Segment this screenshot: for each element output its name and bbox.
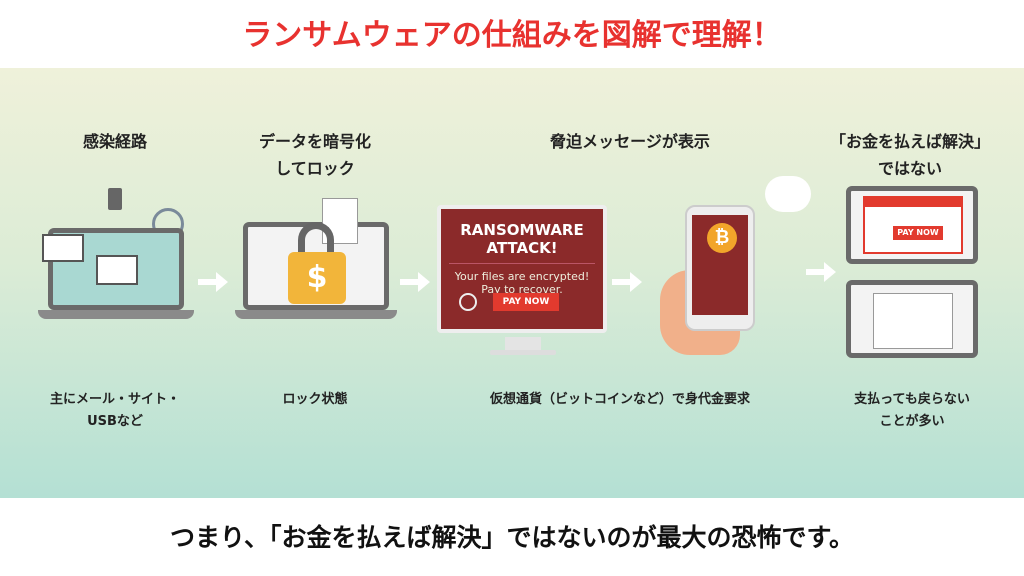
step1-heading: 感染経路	[82, 132, 147, 151]
step4-caption-line1: 支払っても戻らない	[854, 392, 970, 407]
lock-shackle	[298, 222, 334, 262]
timer-icon	[459, 293, 477, 311]
arrow-right-icon	[400, 272, 430, 292]
step2-heading-line1: データを暗号化	[258, 132, 371, 151]
arrow-right-icon	[612, 272, 642, 292]
monitor-base	[235, 310, 397, 319]
monitor-stand	[505, 337, 541, 351]
footer-message: つまり、「お金を払えば解決」ではないのが最大の恐怖です。	[169, 523, 854, 552]
bitcoin-icon: ₿	[707, 223, 737, 253]
step1-caption-line2: USBなど	[87, 414, 143, 429]
laptop-icon	[846, 280, 978, 358]
arrow-right-icon	[806, 262, 836, 282]
step3-caption: 仮想通貨（ビットコインなど）で身代金要求	[489, 392, 750, 407]
lock-icon: $	[288, 252, 346, 304]
email-icon	[42, 234, 84, 262]
ransom-message-line1: Your files are encrypted!	[454, 270, 590, 283]
ransom-screen: RANSOMWARE ATTACK! Your files are encryp…	[437, 205, 607, 333]
usb-icon	[108, 188, 122, 210]
laptop-icon: PAY NOW	[846, 186, 978, 264]
ransom-title: RANSOMWARE ATTACK!	[449, 221, 595, 264]
step3-heading: 脅迫メッセージが表示	[550, 132, 710, 151]
ransom-message-line2: Pay to recover.	[481, 283, 563, 296]
step2-heading-line2: してロック	[275, 159, 355, 178]
wallet-thought-bubble	[765, 176, 811, 212]
email-icon	[96, 255, 138, 285]
monitor-foot	[490, 350, 556, 355]
pay-now-button[interactable]: PAY NOW	[493, 293, 559, 311]
step4-caption-line2: ことが多い	[879, 414, 945, 429]
laptop-base	[38, 310, 194, 319]
step4-heading-line1: 「お金を払えば解決」	[829, 132, 990, 151]
document-icon	[873, 293, 953, 349]
page-title: ランサムウェアの仕組みを図解で理解！	[242, 18, 782, 53]
pay-now-button[interactable]: PAY NOW	[893, 226, 943, 240]
step1-caption-line1: 主にメール・サイト・	[49, 392, 180, 407]
arrow-right-icon	[198, 272, 228, 292]
phone-icon: ₿	[685, 205, 755, 331]
step2-caption: ロック状態	[282, 392, 348, 407]
step4-heading-line2: ではない	[877, 159, 942, 178]
